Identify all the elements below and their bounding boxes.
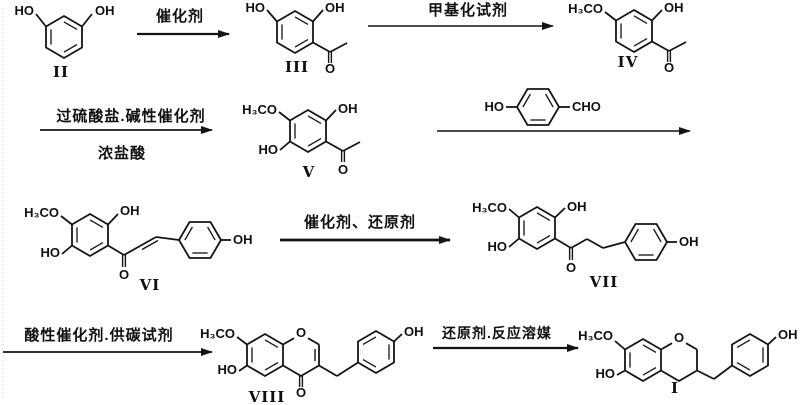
benzene-ring-b bbox=[357, 330, 395, 374]
atom-label-oh-right: OH bbox=[233, 232, 253, 247]
bond-lines bbox=[60, 213, 231, 267]
benzene-ring-a bbox=[246, 333, 284, 377]
atom-label-oh: OH bbox=[120, 203, 140, 218]
atom-label-ring-o: O bbox=[296, 325, 306, 340]
atom-label-h3co: H₃CO bbox=[200, 326, 235, 341]
benzene-ring-a bbox=[624, 338, 662, 382]
reaction-arrow-step6: 还原剂.反应溶媒 bbox=[433, 325, 579, 352]
compound-label-vi: VI bbox=[139, 276, 161, 294]
atom-label-h3co: H₃CO bbox=[472, 200, 507, 215]
structure-iv: H₃CO OH O IV bbox=[568, 0, 687, 75]
reagent-label-step1: 催化剂 bbox=[156, 7, 204, 25]
compound-label-viii: VIII bbox=[248, 388, 286, 405]
atom-label-oh: OH bbox=[95, 3, 115, 18]
atom-label-ho: HO bbox=[485, 99, 505, 114]
compound-label-ii: II bbox=[53, 63, 69, 81]
pyranone-ring bbox=[282, 337, 320, 387]
atom-label-o: O bbox=[325, 61, 335, 76]
atom-label-oh: OH bbox=[325, 0, 345, 15]
reaction-arrow-step2: 甲基化试剂 bbox=[368, 1, 554, 30]
structure-iii: HO OH O III bbox=[246, 0, 348, 76]
benzene-ring bbox=[45, 15, 83, 59]
bond-lines bbox=[508, 207, 677, 260]
reagent-label-step6: 还原剂.反应溶媒 bbox=[441, 325, 552, 341]
benzene-ring-b bbox=[731, 333, 769, 377]
reagent-label-step4: 催化剂、还原剂 bbox=[304, 213, 416, 231]
bond-lines bbox=[266, 9, 348, 63]
atom-label-o: O bbox=[119, 267, 129, 282]
structure-vi: H₃CO OH HO O OH VI bbox=[24, 203, 252, 294]
benzene-ring bbox=[615, 9, 653, 53]
reaction-arrow-step4: 催化剂、还原剂 bbox=[280, 213, 451, 244]
reaction-arrow-step5: 酸性催化剂.供碳试剂 bbox=[3, 326, 213, 356]
atom-label-carbonyl-o: O bbox=[296, 385, 306, 400]
compound-label-iii: III bbox=[285, 58, 309, 76]
structure-viii: O O H₃CO HO OH VIII bbox=[200, 324, 423, 405]
atom-label-cho: CHO bbox=[572, 99, 601, 114]
bond-lines bbox=[614, 336, 777, 380]
atom-label-o: O bbox=[566, 260, 576, 275]
atom-label-ho: HO bbox=[41, 245, 61, 260]
bond-lines bbox=[236, 333, 403, 377]
atom-label-ho: HO bbox=[259, 142, 279, 157]
atom-label-h3co: H₃CO bbox=[242, 102, 277, 117]
bond-lines bbox=[35, 13, 93, 28]
reagent-label-step2: 甲基化试剂 bbox=[428, 1, 508, 19]
atom-label-ho: HO bbox=[596, 366, 616, 381]
atom-label-h3co: H₃CO bbox=[24, 205, 59, 220]
atom-label-ho: HO bbox=[15, 3, 35, 18]
atom-label-oh: OH bbox=[338, 101, 358, 116]
structure-v: H₃CO OH HO O V bbox=[242, 101, 361, 181]
structure-hydroxybenzaldehyde: HO CHO bbox=[485, 88, 601, 126]
atom-label-ho: HO bbox=[488, 239, 508, 254]
benzene-ring-b bbox=[624, 223, 668, 261]
pyran-ring bbox=[660, 342, 698, 383]
reaction-arrow-step1: 催化剂 bbox=[137, 7, 230, 38]
bond-lines bbox=[278, 109, 361, 162]
atom-label-h3co: H₃CO bbox=[568, 1, 603, 16]
atom-label-oh: OH bbox=[567, 199, 587, 214]
atom-label-o: O bbox=[664, 60, 674, 75]
atom-label-oh: OH bbox=[404, 324, 424, 339]
benzene-ring-b bbox=[178, 221, 222, 259]
reagent-label-step5: 酸性催化剂.供碳试剂 bbox=[24, 326, 173, 344]
reagent-label-step3-top: 过硫酸盐.碱性催化剂 bbox=[56, 107, 205, 125]
structure-i: O H₃CO HO OH I bbox=[578, 327, 797, 397]
benzene-ring bbox=[276, 10, 314, 54]
reaction-arrow-step3: 过硫酸盐.碱性催化剂 浓盐酸 bbox=[40, 107, 213, 162]
reagent-label-step3-bottom: 浓盐酸 bbox=[98, 144, 146, 162]
atom-label-o: O bbox=[338, 162, 348, 177]
bond-lines bbox=[604, 9, 687, 62]
atom-label-ho: HO bbox=[246, 0, 266, 15]
benzene-ring bbox=[289, 109, 327, 153]
benzene-ring-a bbox=[71, 213, 109, 257]
compound-label-i: I bbox=[671, 379, 679, 397]
atom-label-ho: HO bbox=[218, 362, 238, 377]
atom-label-oh: OH bbox=[664, 0, 684, 15]
benzene-ring bbox=[516, 88, 560, 126]
compound-label-v: V bbox=[302, 163, 316, 181]
benzene-ring-a bbox=[518, 206, 556, 250]
structure-ii: HO OH II bbox=[15, 3, 115, 81]
atom-label-h3co: H₃CO bbox=[578, 328, 613, 343]
compound-label-vii: VII bbox=[589, 273, 619, 291]
compound-label-iv: IV bbox=[618, 53, 639, 71]
atom-label-ring-o: O bbox=[674, 330, 684, 345]
atom-label-oh-right: OH bbox=[679, 234, 699, 249]
atom-label-oh: OH bbox=[778, 327, 798, 342]
structure-vii: H₃CO OH HO O OH VII bbox=[472, 199, 698, 291]
